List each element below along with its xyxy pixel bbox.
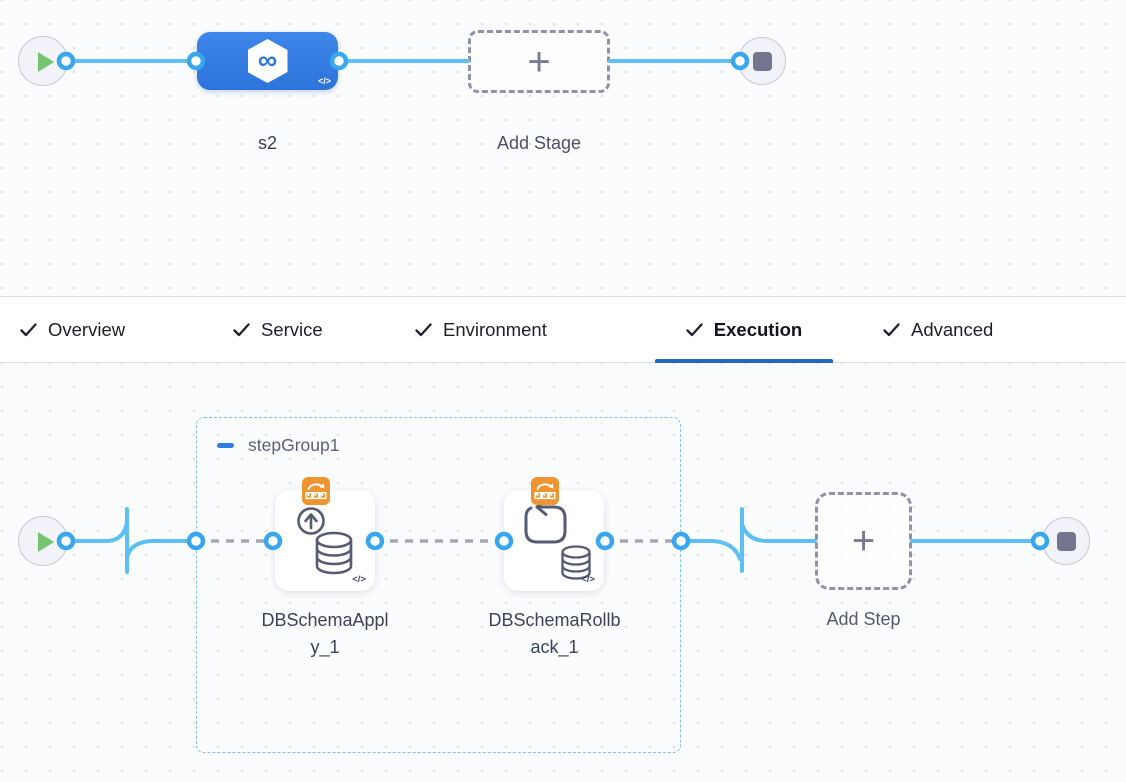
collapse-group-icon[interactable]	[217, 443, 234, 448]
add-step-button[interactable]: +	[815, 492, 912, 590]
code-view-icon[interactable]: </>	[317, 76, 331, 86]
stage-label[interactable]: s2	[257, 133, 277, 153]
tab-label: Service	[261, 318, 323, 340]
tab-advanced[interactable]: Advanced	[883, 297, 993, 362]
cloudformation-badge-icon	[302, 477, 330, 505]
play-icon	[38, 52, 54, 72]
pipeline-end-node	[738, 37, 786, 85]
execution-start-node	[18, 516, 68, 566]
stage-graph-canvas: ∞ </> + s2 Add Stage	[0, 0, 1126, 296]
step-node-dbschemaapply[interactable]: </>	[275, 477, 375, 591]
add-step-label[interactable]: Add Step	[826, 609, 901, 629]
cloudformation-badge-icon	[531, 477, 559, 505]
add-stage-button[interactable]: +	[468, 30, 610, 93]
stage-config-tabbar: Overview Service Environment Execution A…	[0, 296, 1126, 363]
pipeline-start-node	[18, 36, 68, 86]
code-view-icon[interactable]: </>	[352, 574, 366, 585]
tab-execution[interactable]: Execution	[655, 297, 833, 363]
step-group-header: stepGroup1	[217, 435, 339, 456]
step-label[interactable]: DBSchemaApply_1	[261, 610, 389, 657]
check-icon	[686, 322, 703, 336]
add-stage-label[interactable]: Add Stage	[496, 133, 582, 153]
step-node-dbschemarollback[interactable]: </>	[504, 477, 604, 591]
stage-node-s2[interactable]: ∞ </>	[197, 32, 338, 90]
execution-end-node	[1042, 517, 1090, 565]
play-icon	[38, 532, 54, 552]
active-tab-underline	[655, 359, 833, 363]
tab-label: Environment	[443, 318, 547, 340]
tab-label: Execution	[713, 318, 803, 340]
tab-label: Advanced	[911, 318, 994, 340]
stop-icon	[1057, 532, 1076, 551]
stop-icon	[753, 52, 772, 71]
harness-stage-icon: ∞	[247, 39, 288, 83]
check-icon	[233, 322, 250, 336]
step-group-container: stepGroup1	[196, 417, 681, 753]
tab-service[interactable]: Service	[233, 297, 323, 362]
db-schema-apply-icon	[297, 507, 353, 575]
code-view-icon[interactable]: </>	[581, 574, 595, 585]
tab-overview[interactable]: Overview	[20, 297, 125, 362]
infinity-icon: ∞	[257, 44, 278, 75]
step-label[interactable]: DBSchemaRollback_1	[488, 610, 621, 657]
check-icon	[20, 322, 37, 336]
tab-environment[interactable]: Environment	[415, 297, 547, 362]
check-icon	[883, 322, 900, 336]
step-group-title[interactable]: stepGroup1	[248, 435, 340, 455]
check-icon	[415, 322, 432, 336]
tab-label: Overview	[48, 318, 126, 340]
